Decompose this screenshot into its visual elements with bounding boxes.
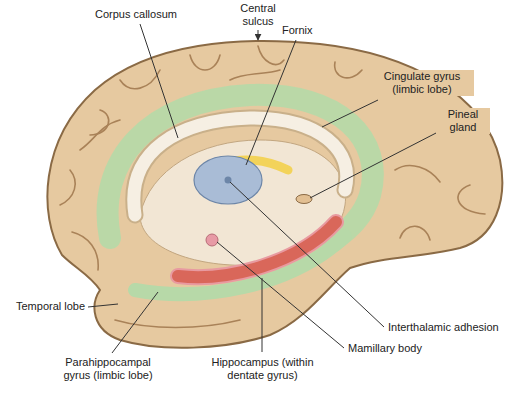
- thalamus: [194, 156, 262, 204]
- gyri-lines: [60, 46, 485, 328]
- part-label: Hippocampus (within dentate gyrus): [200, 356, 325, 382]
- gyrus-line: [258, 46, 284, 64]
- corpus-callosum-edge: [134, 118, 347, 215]
- gyrus-line: [335, 62, 362, 78]
- leader-line: [88, 304, 118, 307]
- hippocampus-edge: [178, 222, 336, 277]
- corpus-callosum: [134, 118, 347, 215]
- leader-line: [230, 182, 384, 327]
- gyrus-line: [80, 120, 120, 150]
- part-label: Fornix: [282, 24, 313, 37]
- part-label: Mamillary body: [348, 342, 422, 355]
- part-label: Interthalamic adhesion: [388, 321, 499, 334]
- gyrus-line: [400, 226, 430, 240]
- leader-line: [217, 242, 344, 348]
- part-label: Temporal lobe: [16, 300, 85, 313]
- hippocampus: [178, 222, 336, 277]
- gyrus-line: [60, 170, 75, 205]
- gyrus-line: [190, 55, 220, 70]
- gyrus-line: [230, 70, 280, 80]
- leader-arrow: [258, 30, 259, 40]
- gyrus-line: [72, 232, 98, 270]
- part-label: Central sulcus: [230, 2, 286, 28]
- leader-line: [246, 40, 296, 165]
- part-label: Cingulate gyrus (limbic lobe): [370, 70, 474, 96]
- leader-line: [112, 292, 158, 353]
- part-label: Pineal gland: [436, 108, 490, 134]
- mamillary-body: [206, 234, 218, 246]
- gyrus-line: [90, 110, 109, 135]
- part-label: Parahippocampal gyrus (limbic lobe): [62, 356, 154, 382]
- part-label: Corpus callosum: [95, 8, 177, 21]
- leader-line: [140, 24, 178, 138]
- brain-outline: [47, 41, 502, 348]
- leader-line: [310, 132, 438, 198]
- leader-line: [322, 100, 378, 127]
- gyrus-line: [395, 166, 440, 182]
- pineal-gland: [296, 195, 312, 204]
- gyrus-line: [458, 185, 485, 214]
- leader-line: [262, 278, 263, 352]
- gyrus-line: [120, 70, 160, 89]
